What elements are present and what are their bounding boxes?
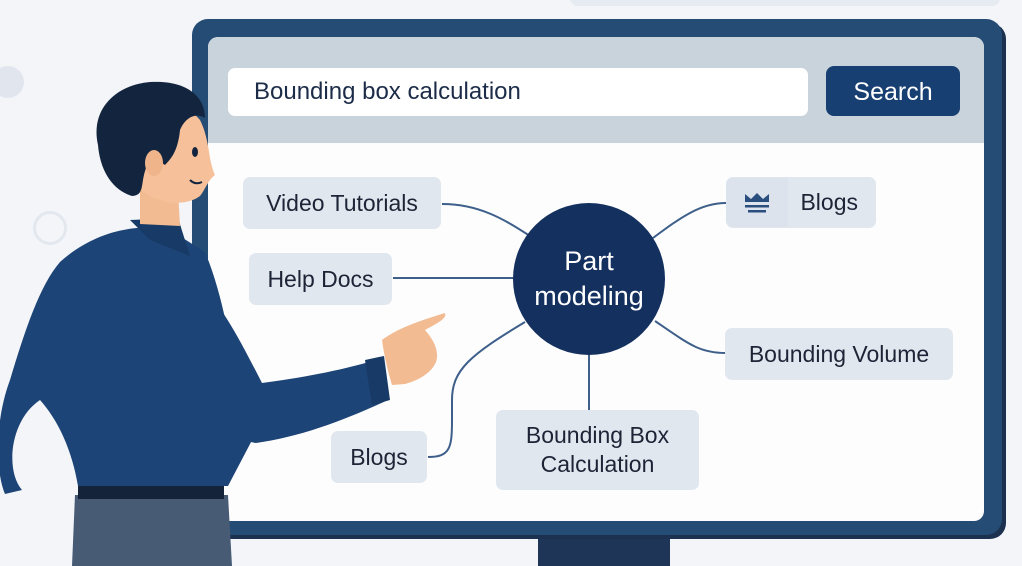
hand	[382, 313, 446, 385]
background-ring	[33, 211, 67, 245]
node-blogs-right-icon-box	[726, 178, 788, 227]
belt	[78, 482, 224, 499]
center-node-line1: Part	[564, 246, 614, 276]
node-label: Blogs	[350, 443, 408, 470]
node-bounding-box-calculation[interactable]: Bounding Box Calculation	[496, 410, 699, 490]
connector-blogs-left	[427, 321, 526, 458]
presenter-illustration	[0, 81, 446, 566]
connector-video-tutorials	[441, 203, 531, 237]
monitor-stand	[538, 530, 670, 566]
node-help-docs[interactable]: Help Docs	[249, 253, 392, 305]
background-pill	[570, 0, 1000, 6]
arm	[185, 272, 388, 443]
ear	[145, 150, 163, 176]
search-button[interactable]: Search	[826, 66, 960, 116]
search-input[interactable]	[228, 68, 808, 116]
connector-blogs-right	[652, 202, 727, 239]
node-label: Help Docs	[267, 265, 374, 292]
node-blogs-left[interactable]: Blogs	[331, 431, 427, 483]
node-label: Video Tutorials	[266, 189, 418, 216]
node-video-tutorials[interactable]: Video Tutorials	[243, 177, 441, 229]
connector-bounding-volume	[654, 320, 727, 354]
eye	[192, 147, 198, 157]
node-bounding-volume[interactable]: Bounding Volume	[725, 328, 953, 380]
crown-icon	[745, 192, 769, 212]
node-label: Bounding Volume	[748, 340, 930, 367]
search-bar: Search	[208, 37, 984, 143]
node-label: Blogs	[800, 189, 858, 215]
pants	[72, 495, 232, 566]
hair	[96, 81, 205, 196]
collar	[130, 218, 190, 256]
cuff	[365, 356, 390, 405]
node-label-line2: Calculation	[540, 451, 655, 477]
smile	[189, 179, 203, 185]
center-node-line2: modeling	[534, 281, 644, 311]
node-label-line1: Bounding Box	[525, 422, 670, 448]
center-node-part-modeling[interactable]: Part modeling	[513, 203, 665, 355]
